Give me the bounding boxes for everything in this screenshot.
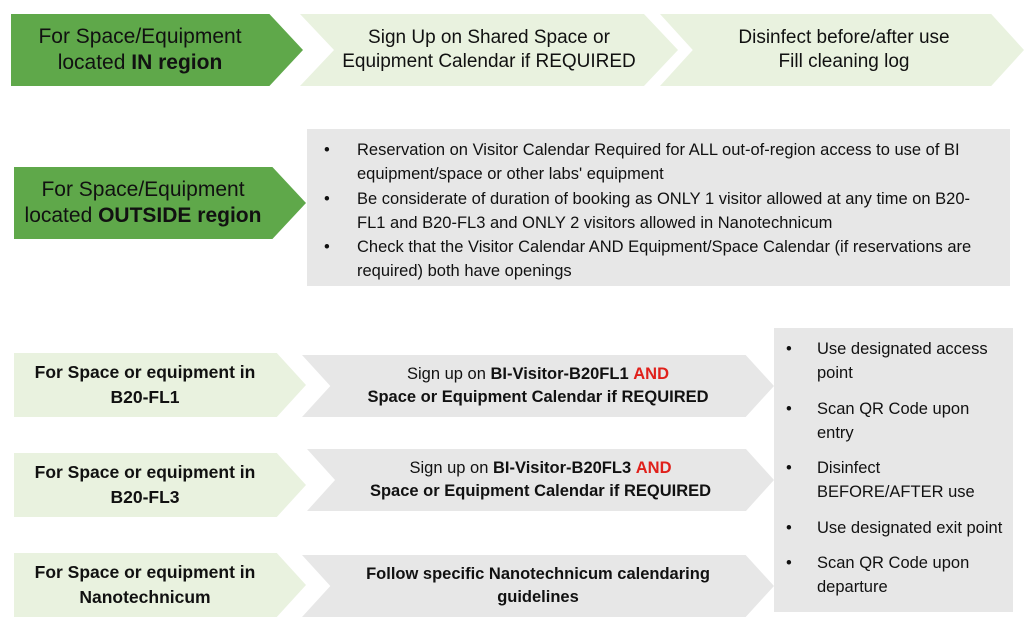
b20-fl3-label-line2: B20-FL3: [110, 487, 180, 507]
access-step-item: Use designated access point: [786, 337, 1003, 386]
disinfect-chevron: Disinfect before/after use Fill cleaning…: [660, 14, 1024, 86]
in-region-line2: located IN region: [57, 51, 223, 74]
out-region-line1: For Space/Equipment: [41, 177, 245, 201]
access-steps-panel: Use designated access point Scan QR Code…: [774, 328, 1013, 612]
out-region-line2: located OUTSIDE region: [24, 204, 262, 227]
step3-line2: Fill cleaning log: [778, 51, 910, 72]
nanotechnicum-label-line1: For Space or equipment in: [34, 561, 256, 582]
visitor-rule-item: Check that the Visitor Calendar AND Equi…: [324, 235, 992, 284]
nanotechnicum-label-line2: Nanotechnicum: [79, 587, 211, 607]
step2-line2: Equipment Calendar if REQUIRED: [342, 51, 636, 72]
access-step-item: Use designated exit point: [786, 516, 1003, 541]
b20-fl1-label-line2: B20-FL1: [110, 387, 180, 407]
step3-line1: Disinfect before/after use: [738, 27, 950, 49]
sign-up-shared-chevron: Sign Up on Shared Space or Equipment Cal…: [300, 14, 678, 86]
b20-fl1-label-line1: For Space or equipment in: [34, 361, 256, 382]
nanotechnicum-action-line2: guidelines: [497, 588, 579, 606]
access-step-item: Scan QR Code upon entry: [786, 397, 1003, 446]
access-step-item: Scan QR Code upon departure: [786, 551, 1003, 600]
b20-fl3-action-chevron: Sign up on BI-Visitor-B20FL3 AND Space o…: [307, 449, 774, 511]
out-region-chevron: For Space/Equipment located OUTSIDE regi…: [14, 167, 306, 239]
nanotechnicum-action-chevron: Follow specific Nanotechnicum calendarin…: [302, 555, 774, 617]
in-region-chevron: For Space/Equipment located IN region: [11, 14, 303, 86]
b20-fl3-action-line2: Space or Equipment Calendar if REQUIRED: [369, 482, 712, 500]
b20-fl1-action-chevron: Sign up on BI-Visitor-B20FL1 AND Space o…: [302, 355, 774, 417]
b20-fl3-action-line1: Sign up on BI-Visitor-B20FL3 AND: [409, 458, 672, 477]
visitor-rules-list: Reservation on Visitor Calendar Required…: [324, 138, 992, 284]
access-step-item: Disinfect BEFORE/AFTER use: [786, 456, 1003, 505]
visitor-rule-item: Reservation on Visitor Calendar Required…: [324, 138, 992, 187]
visitor-rule-item: Be considerate of duration of booking as…: [324, 187, 992, 236]
nanotechnicum-label-chevron: For Space or equipment in Nanotechnicum: [14, 553, 306, 617]
b20-fl1-label-chevron: For Space or equipment in B20-FL1: [14, 353, 306, 417]
b20-fl3-label-chevron: For Space or equipment in B20-FL3: [14, 453, 306, 517]
b20-fl1-action-line1: Sign up on BI-Visitor-B20FL1 AND: [407, 364, 669, 383]
nanotechnicum-action-line1: Follow specific Nanotechnicum calendarin…: [366, 564, 710, 583]
in-region-line1: For Space/Equipment: [38, 24, 242, 48]
step2-line1: Sign Up on Shared Space or: [368, 27, 610, 49]
b20-fl1-action-line2: Space or Equipment Calendar if REQUIRED: [367, 388, 709, 406]
b20-fl3-label-line1: For Space or equipment in: [34, 461, 256, 482]
access-steps-list: Use designated access point Scan QR Code…: [786, 337, 1003, 600]
visitor-rules-panel: Reservation on Visitor Calendar Required…: [307, 129, 1010, 286]
